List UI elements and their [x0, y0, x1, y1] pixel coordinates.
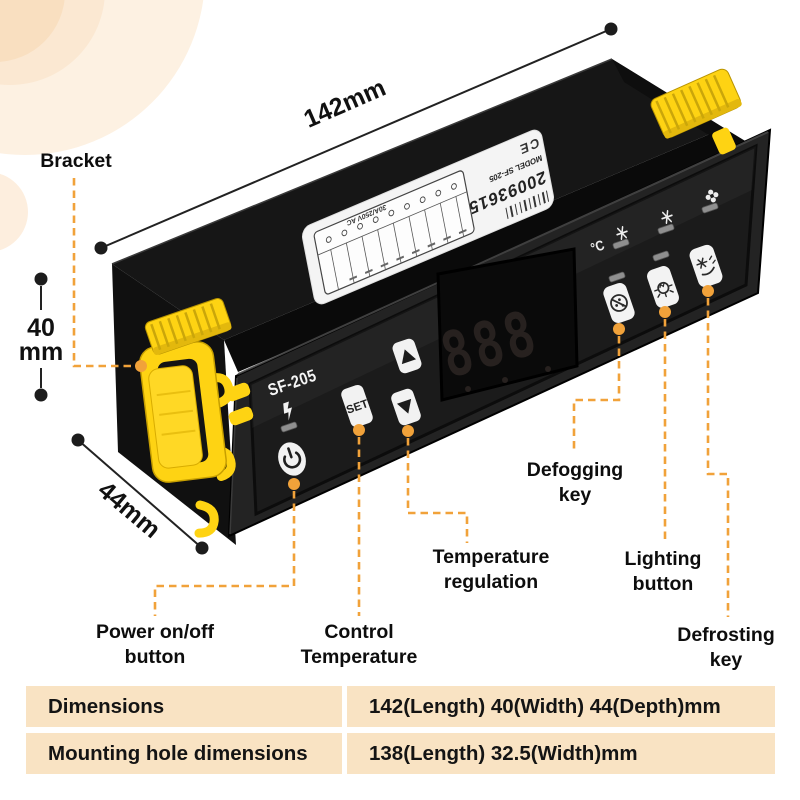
defogging-callout-dot — [613, 323, 625, 335]
bracket-tab — [228, 406, 254, 426]
defogging-button[interactable] — [601, 281, 636, 325]
power-icon — [283, 447, 302, 469]
dimension-height: 40 mm — [19, 272, 63, 402]
lighting-label: Lighting button — [625, 547, 702, 597]
defrosting-callout-dot — [702, 285, 714, 297]
device-top-edge-highlight — [111, 58, 613, 265]
control-callout-dot — [353, 424, 365, 436]
defrost-icon — [696, 255, 716, 276]
mounting-bracket-left — [139, 298, 254, 538]
temperature-controller-device: 20093615 MODEL SF-205 CE — [111, 58, 772, 545]
seven-segment-display: 888 — [433, 247, 579, 402]
spec-row-dimensions-label: Dimensions — [26, 686, 342, 727]
bg-circle-left — [0, 173, 28, 251]
sticker-barcode — [505, 190, 550, 220]
table-row: Dimensions 142(Length) 40(Width) 44(Dept… — [26, 686, 775, 727]
display-decimal-dot — [502, 377, 508, 383]
power-button[interactable] — [274, 439, 311, 480]
mounting-bracket-right — [650, 68, 742, 155]
temp-regulation-label: Temperature regulation — [433, 545, 550, 595]
lighting-button[interactable] — [645, 264, 681, 310]
bracket-hook — [194, 500, 219, 538]
power-callout-line — [153, 491, 296, 616]
defrost-indicator-led — [657, 223, 675, 235]
power-indicator-led — [280, 421, 298, 433]
bracket-frame — [139, 341, 227, 483]
dim-height-value: 40 — [27, 314, 55, 342]
control-label-line1: Control — [324, 621, 394, 643]
temp-regulation-callout-line — [406, 438, 469, 543]
dim-dot — [94, 241, 108, 255]
defrosting-label-line1: Defrosting — [677, 624, 775, 646]
control-label-line2: Temperature — [300, 646, 418, 668]
bracket-tab — [225, 382, 251, 402]
defogging-callout-line — [572, 336, 621, 451]
up-button[interactable] — [391, 337, 423, 375]
product-sticker: 20093615 MODEL SF-205 CE — [302, 129, 554, 305]
bulb-icon — [654, 281, 674, 298]
fan-icon — [705, 189, 719, 203]
lightning-icon — [283, 401, 292, 421]
dim-height-unit: mm — [19, 338, 63, 366]
defrosting-callout-line — [706, 298, 730, 617]
spec-row-dimensions-value: 142(Length) 40(Width) 44(Depth)mm — [347, 686, 775, 727]
snowflake-icon — [616, 225, 628, 241]
lighting-label-line2: button — [632, 573, 694, 595]
defogging-label-line1: Defogging — [526, 459, 624, 481]
bracket-callout-dot — [135, 360, 147, 372]
display-window — [436, 247, 579, 402]
control-label: Control Temperature — [301, 620, 418, 670]
bracket-label: Bracket — [40, 150, 112, 172]
defrost-snowflake-icon — [661, 209, 673, 225]
background-circles — [0, 0, 204, 251]
power-label-line1: Power on/off — [95, 621, 215, 643]
right-clip-ridged-cap — [650, 68, 742, 139]
dim-length-label: 142mm — [300, 74, 390, 134]
defrosting-label: Defrosting key — [677, 623, 775, 673]
power-label-line2: button — [124, 646, 186, 668]
bracket-callout-line — [72, 178, 134, 368]
down-button[interactable] — [390, 387, 423, 427]
power-callout-dot — [288, 478, 300, 490]
lighting-label-line1: Lighting — [624, 548, 702, 570]
spec-table: Dimensions 142(Length) 40(Width) 44(Dept… — [26, 686, 775, 780]
defogging-label-line2: key — [558, 484, 592, 506]
defrosting-button[interactable] — [688, 243, 725, 289]
defogging-label: Defogging key — [527, 458, 623, 508]
right-clip-tab — [712, 127, 736, 155]
display-decimal-dot — [545, 366, 551, 372]
temp-regulation-line2: regulation — [443, 571, 539, 593]
spec-row-mounting-value: 138(Length) 32.5(Width)mm — [347, 733, 775, 774]
callout-dots — [135, 285, 714, 490]
set-button[interactable]: SET — [340, 383, 375, 428]
bezel-top-highlight — [237, 131, 769, 375]
celsius-icon: °C — [588, 236, 606, 256]
power-label: Power on/off button — [96, 620, 214, 670]
defrosting-label-line2: key — [709, 649, 743, 671]
arrow-up-icon — [401, 349, 417, 365]
device-top-bezel-shadow — [224, 128, 760, 372]
dim-dot — [604, 22, 618, 36]
fan-indicator-led — [701, 202, 719, 214]
bracket-hook — [204, 373, 234, 408]
spec-row-mounting-label: Mounting hole dimensions — [26, 733, 342, 774]
temp-regulation-line1: Temperature — [432, 546, 550, 568]
cool-indicator-led — [608, 271, 626, 283]
table-row: Mounting hole dimensions 138(Length) 32.… — [26, 733, 775, 774]
arrow-down-icon — [396, 398, 412, 414]
defog-icon — [610, 294, 628, 312]
lighting-callout-dot — [659, 306, 671, 318]
dim-depth-label: 44mm — [92, 476, 165, 544]
callout-lines — [72, 178, 730, 617]
temp-regulation-callout-dot — [402, 425, 414, 437]
light-indicator-led — [652, 250, 670, 262]
defog-indicator-led — [612, 238, 630, 250]
display-decimal-dot — [465, 386, 471, 392]
bracket-ridged-cap — [144, 298, 232, 355]
bg-circle-inner — [0, 0, 65, 62]
